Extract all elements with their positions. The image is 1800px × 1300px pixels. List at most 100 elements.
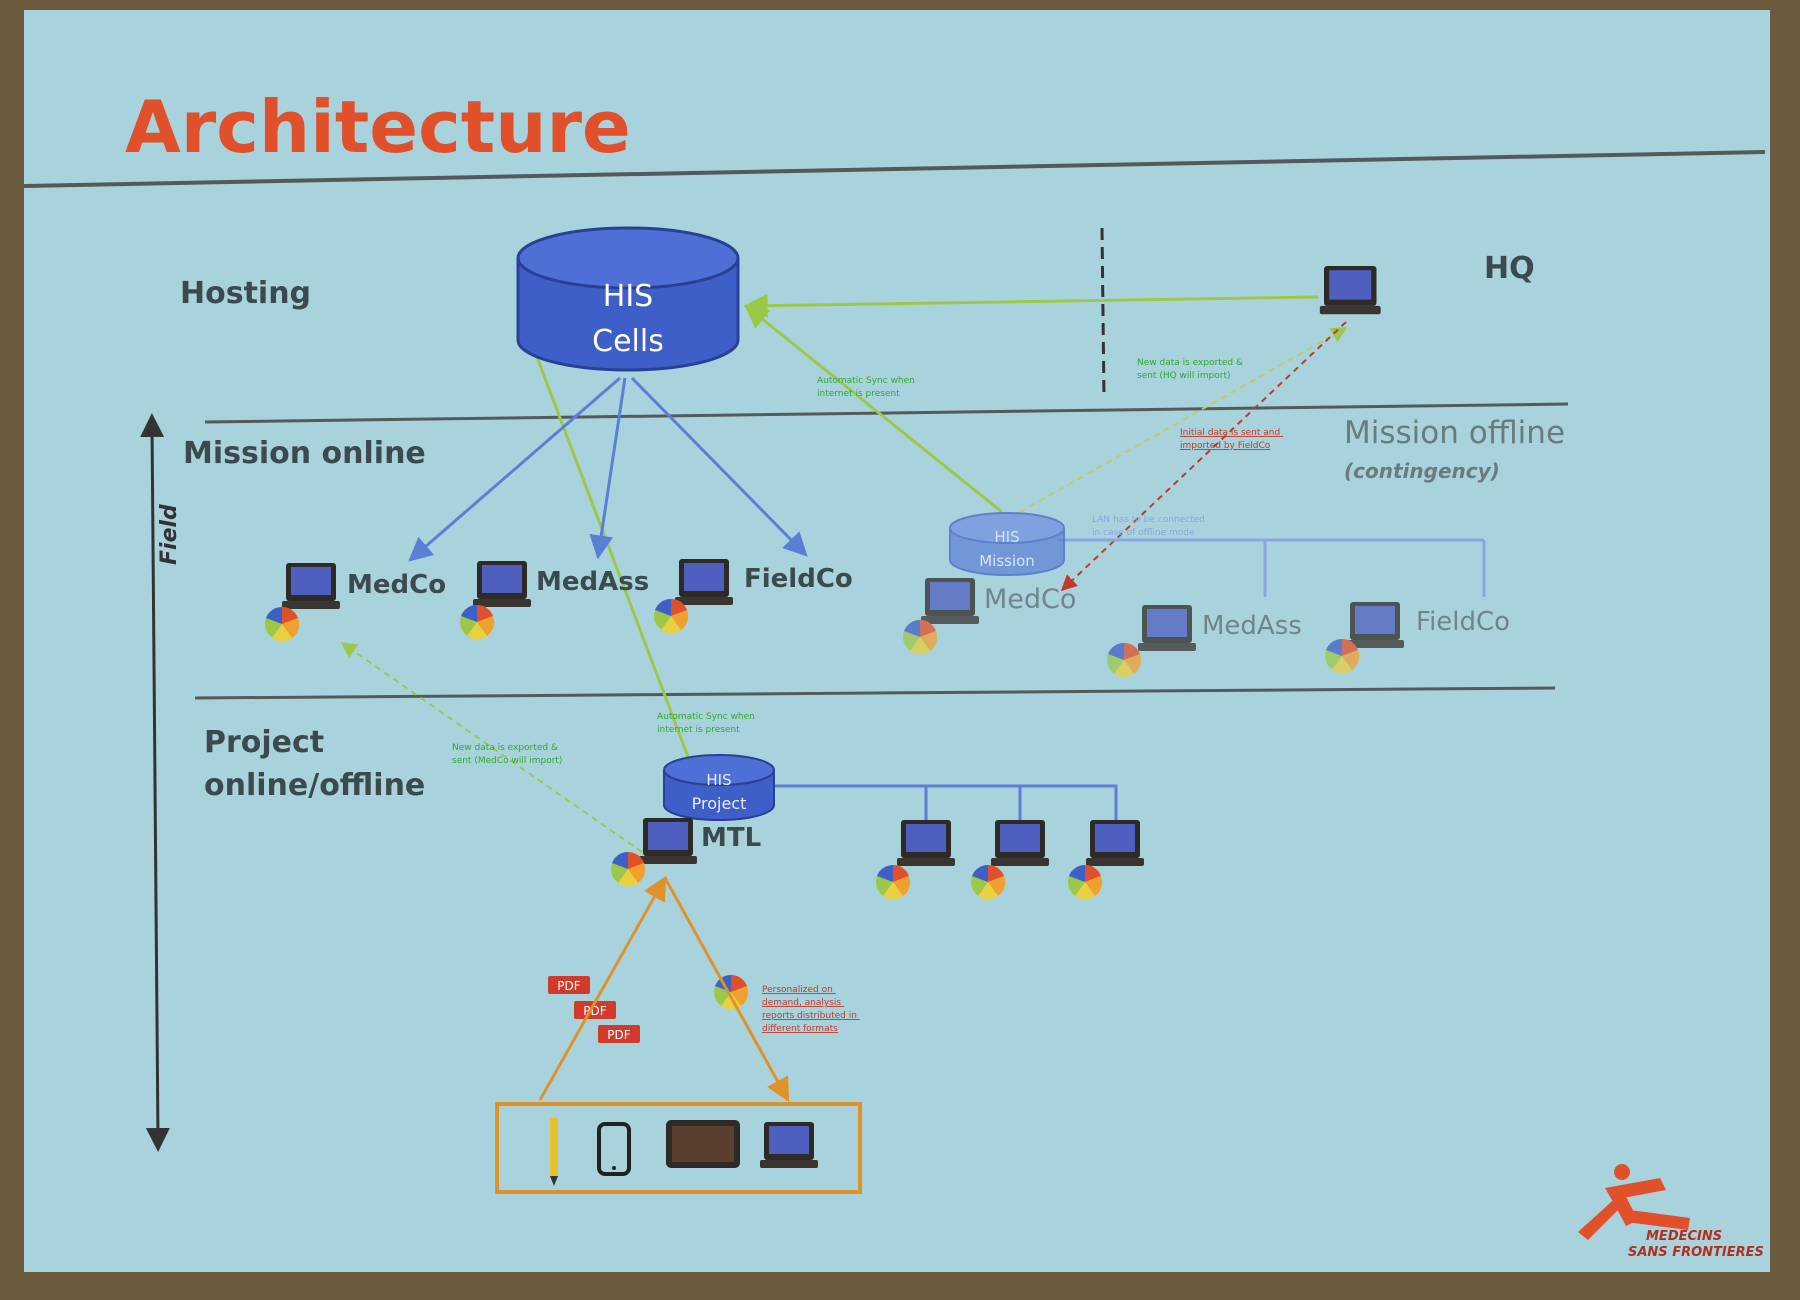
hq-to-cells-line bbox=[743, 293, 1319, 318]
offline-fieldco-label: FieldCo bbox=[1416, 607, 1510, 637]
msf-logo-text-1: MEDECINS bbox=[1646, 1229, 1722, 1244]
pencil-icon bbox=[550, 1118, 558, 1186]
his-cells-label-2: Cells bbox=[592, 324, 664, 359]
online-medco-label: MedCo bbox=[347, 570, 446, 600]
zone-hosting-label: Hosting bbox=[180, 276, 311, 311]
pdf-badge-3-icon: PDF bbox=[598, 1025, 640, 1043]
devices-to-mtl-arrow bbox=[538, 875, 667, 1101]
device-laptop-icon bbox=[760, 1122, 818, 1168]
reports-note-1: Personalized on bbox=[762, 985, 833, 995]
hq-export-note: New data is exported & sent (HQ will imp… bbox=[1137, 358, 1246, 381]
reports-pie-icon bbox=[714, 974, 749, 1010]
cells-to-fieldco-arrow bbox=[630, 376, 808, 557]
field-axis-arrow bbox=[140, 413, 170, 1152]
project-lan-bus bbox=[773, 784, 1118, 820]
cells-to-medass-arrow bbox=[589, 377, 627, 560]
zone-hq-label: HQ bbox=[1484, 251, 1535, 286]
his-mission-database: HIS Mission bbox=[949, 512, 1065, 576]
mtl-to-devices-arrow bbox=[663, 877, 790, 1103]
lan-note-1: LAN has to be connected bbox=[1092, 515, 1205, 525]
field-axis-label: Field bbox=[157, 504, 182, 565]
zone-mission-offline-label: Mission offline bbox=[1344, 415, 1565, 451]
zone-mission-online-label: Mission online bbox=[183, 436, 426, 471]
sync-project-note-1: Automatic Sync when bbox=[657, 712, 755, 722]
mtl-laptop-icon bbox=[639, 818, 697, 864]
mission-lan-bus bbox=[1058, 538, 1486, 597]
offline-fieldco-pie-icon bbox=[1325, 638, 1360, 674]
mission-project-separator bbox=[194, 686, 1556, 700]
reports-note-3: reports distributed in bbox=[762, 1011, 857, 1021]
mtl-label: MTL bbox=[701, 823, 761, 853]
offline-medass-label: MedAss bbox=[1202, 611, 1302, 641]
reports-note: Personalized on demand, analysis reports… bbox=[762, 985, 860, 1034]
online-fieldco-pie-icon bbox=[654, 598, 689, 634]
offline-medco-pie-icon bbox=[903, 619, 938, 655]
sync-top-note: Automatic Sync when internet is present bbox=[817, 376, 918, 399]
offline-medass-laptop-icon bbox=[1138, 605, 1196, 651]
output-devices-box bbox=[495, 1102, 862, 1194]
initial-data-note-2: imported by FieldCo bbox=[1180, 441, 1271, 451]
hq-laptop-icon bbox=[1319, 266, 1381, 315]
his-project-database: HIS Project bbox=[663, 754, 775, 821]
project-pie-2-icon bbox=[971, 864, 1006, 900]
project-pie-3-icon bbox=[1068, 864, 1103, 900]
initial-data-note-1: Initial data is sent and bbox=[1180, 428, 1280, 438]
hq-export-note-1: New data is exported & bbox=[1137, 358, 1243, 368]
sync-project-note: Automatic Sync when internet is present bbox=[657, 712, 758, 735]
lan-note: LAN has to be connected in case of offli… bbox=[1092, 515, 1208, 538]
sync-top-note-2: internet is present bbox=[817, 389, 900, 399]
smartphone-icon bbox=[597, 1122, 631, 1176]
mtl-to-medco-dashed bbox=[340, 642, 643, 853]
mission-db-to-cells-line bbox=[744, 304, 1003, 514]
slide-title: Architecture bbox=[125, 85, 631, 169]
online-medass-laptop-icon bbox=[473, 561, 531, 607]
zone-project-label-2: online/offline bbox=[204, 768, 425, 803]
online-medass-pie-icon bbox=[460, 604, 495, 640]
title-rule bbox=[23, 150, 1766, 188]
zone-mission-offline-sub: (contingency) bbox=[1344, 459, 1500, 483]
his-cells-label-1: HIS bbox=[603, 279, 653, 314]
his-project-label-1: HIS bbox=[706, 771, 731, 789]
reports-note-4: different formats bbox=[762, 1024, 838, 1034]
online-fieldco-label: FieldCo bbox=[744, 564, 853, 594]
pdf-badge-1-icon: PDF bbox=[548, 976, 590, 994]
project-laptop-2-icon bbox=[991, 820, 1049, 866]
pdf-badge-3-text: PDF bbox=[607, 1028, 630, 1042]
his-mission-label-2: Mission bbox=[979, 552, 1035, 570]
project-laptop-3-icon bbox=[1086, 820, 1144, 866]
hq-dashed-divider bbox=[1100, 227, 1106, 399]
his-cells-database: HIS Cells bbox=[516, 226, 740, 372]
hq-export-note-2: sent (HQ will import) bbox=[1137, 371, 1231, 381]
tablet-icon bbox=[666, 1120, 740, 1168]
offline-medass-pie-icon bbox=[1107, 642, 1142, 678]
cells-to-medco-arrow bbox=[408, 376, 621, 562]
project-export-note-1: New data is exported & bbox=[452, 743, 558, 753]
pdf-badge-1-text: PDF bbox=[557, 979, 580, 993]
hosting-mission-separator bbox=[204, 402, 1569, 424]
reports-note-2: demand, analysis bbox=[762, 998, 841, 1008]
his-mission-label-1: HIS bbox=[994, 528, 1019, 546]
online-medco-laptop-icon bbox=[282, 563, 340, 609]
msf-logo-icon: MEDECINS SANS FRONTIERES bbox=[1578, 1164, 1764, 1260]
his-project-label-2: Project bbox=[692, 794, 747, 813]
sync-top-note-1: Automatic Sync when bbox=[817, 376, 915, 386]
msf-logo-text-2: SANS FRONTIERES bbox=[1628, 1245, 1764, 1260]
project-laptop-1-icon bbox=[897, 820, 955, 866]
project-export-note: New data is exported & sent (MedCo will … bbox=[452, 743, 562, 766]
mission-to-hq-dashed bbox=[1019, 327, 1348, 513]
offline-fieldco-laptop-icon bbox=[1346, 602, 1404, 648]
project-export-note-2: sent (MedCo will import) bbox=[452, 756, 562, 766]
online-medass-label: MedAss bbox=[536, 567, 649, 597]
mtl-pie-icon bbox=[611, 851, 646, 887]
online-fieldco-laptop-icon bbox=[675, 559, 733, 605]
sync-project-note-2: internet is present bbox=[657, 725, 740, 735]
zone-project-label-1: Project bbox=[204, 725, 324, 760]
online-medco-pie-icon bbox=[265, 606, 300, 642]
offline-medco-laptop-icon bbox=[921, 578, 979, 624]
initial-data-note: Initial data is sent and imported by Fie… bbox=[1180, 428, 1283, 451]
projection-screen bbox=[24, 10, 1770, 1272]
lan-note-2: in case of offline mode bbox=[1092, 528, 1195, 538]
project-pie-1-icon bbox=[876, 864, 911, 900]
offline-medco-label: MedCo bbox=[984, 584, 1076, 615]
